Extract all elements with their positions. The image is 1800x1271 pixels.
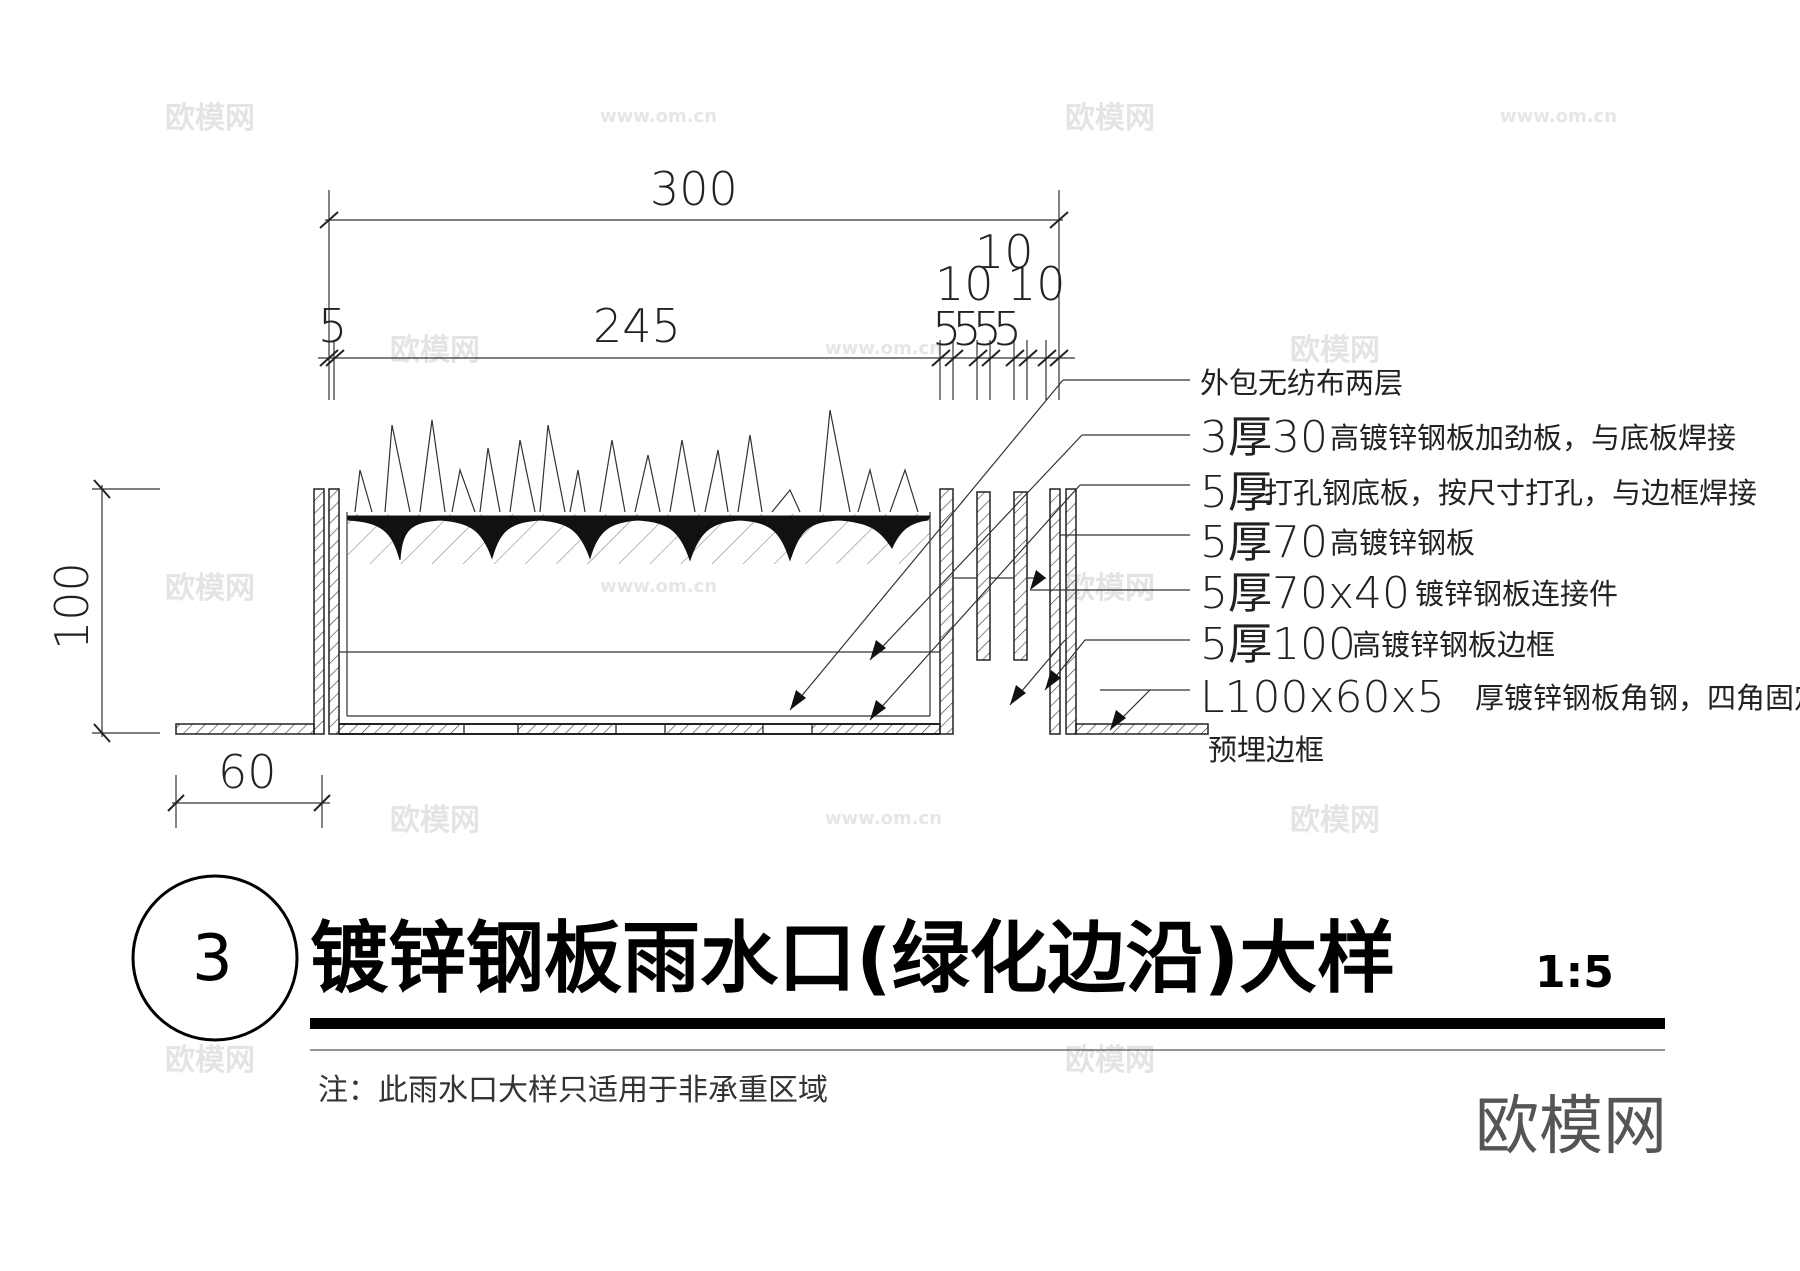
dim-10a-label: 10 [935,257,994,311]
watermark-url: www.om.cn [1500,106,1617,127]
detail-scale: 1:5 [1535,947,1614,998]
dimension-chain: 5 245 10 10 10 5555 [318,225,1075,400]
label-row: 预埋边框 [1208,733,1324,767]
watermark-logo: 欧模网 [165,571,255,606]
drawing-remark: 注：此雨水口大样只适用于非承重区域 [318,1073,828,1108]
detail-title: 镀锌钢板雨水口(绿化边沿)大样 [310,914,1395,1004]
dimension-100: 100 [45,479,160,743]
label-big: 5厚100 [1200,619,1356,670]
label-row: L100x60x5 厚镀锌钢板角钢，四角固定 [1200,672,1800,723]
dim-60-label: 60 [218,745,277,799]
annotation-labels: 外包无纺布两层 3厚30 高镀锌钢板加劲板，与底板焊接 5厚 打孔钢底板，按尺寸… [1200,366,1800,767]
label-row: 5厚 打孔钢底板，按尺寸打孔，与边框焊接 [1200,467,1757,518]
watermark-logo: 欧模网 [1065,101,1155,136]
leader-lines [789,379,1190,731]
watermark-logo: 欧模网 [1065,1043,1155,1078]
grass-blades [354,409,919,513]
watermark-url: www.om.cn [600,576,717,597]
dimension-60: 60 [167,745,331,828]
dim-245-label: 245 [593,299,681,353]
label-small: 打孔钢底板，按尺寸打孔，与边框焊接 [1264,476,1757,510]
label-small: 预埋边框 [1208,733,1324,767]
label-row: 3厚30 高镀锌钢板加劲板，与底板焊接 [1200,412,1736,463]
label-small: 高镀锌钢板边框 [1352,628,1555,662]
watermark-url: www.om.cn [825,808,942,829]
dim-10b-label: 10 [1007,257,1066,311]
watermark-logo: 欧模网 [1290,333,1380,368]
watermark-url: www.om.cn [600,106,717,127]
label-small: 厚镀锌钢板角钢，四角固定 [1475,681,1800,715]
label-row: 5厚100 高镀锌钢板边框 [1200,619,1555,670]
watermark-logo: 欧模网 [390,803,480,838]
label-small: 高镀锌钢板 [1330,526,1475,560]
brand-logo: 欧模网 [1475,1090,1667,1164]
section-body [175,409,1209,735]
label-big: 3厚30 [1200,412,1328,463]
dim-5s-label: 5555 [932,302,1018,356]
label-big: 5厚70x40 [1200,568,1410,619]
watermark-url: www.om.cn [825,338,942,359]
dim-10-top-label: 10 [975,225,1034,279]
detail-number: 3 [192,922,233,996]
label-row: 5厚70x40 镀锌钢板连接件 [1200,568,1618,619]
dim-5-label: 5 [318,299,347,353]
watermark-logo: 欧模网 [1290,803,1380,838]
watermark-logo: 欧模网 [165,1043,255,1078]
title-block: 3 镀锌钢板雨水口(绿化边沿)大样 1:5 注：此雨水口大样只适用于非承重区域 [131,874,1665,1108]
dimension-300: 300 [319,162,1069,400]
label-row: 5厚70 高镀锌钢板 [1200,517,1475,568]
label-big: 5厚70 [1200,517,1328,568]
watermark-logo: 欧模网 [165,101,255,136]
watermark-logo: 欧模网 [1065,571,1155,606]
label-big: 5厚 [1200,467,1272,518]
label-small: 高镀锌钢板加劲板，与底板焊接 [1330,421,1736,455]
label-small: 镀锌钢板连接件 [1415,577,1618,611]
dim-100-label: 100 [45,562,99,650]
dim-300-label: 300 [650,162,738,216]
watermark-logo: 欧模网 [390,333,480,368]
label-row: 外包无纺布两层 [1200,366,1403,400]
label-small: 外包无纺布两层 [1200,366,1403,400]
label-big: L100x60x5 [1200,672,1445,723]
watermark-layer: 欧模网 www.om.cn 欧模网 www.om.cn 欧模网 www.om.c… [165,101,1617,1078]
